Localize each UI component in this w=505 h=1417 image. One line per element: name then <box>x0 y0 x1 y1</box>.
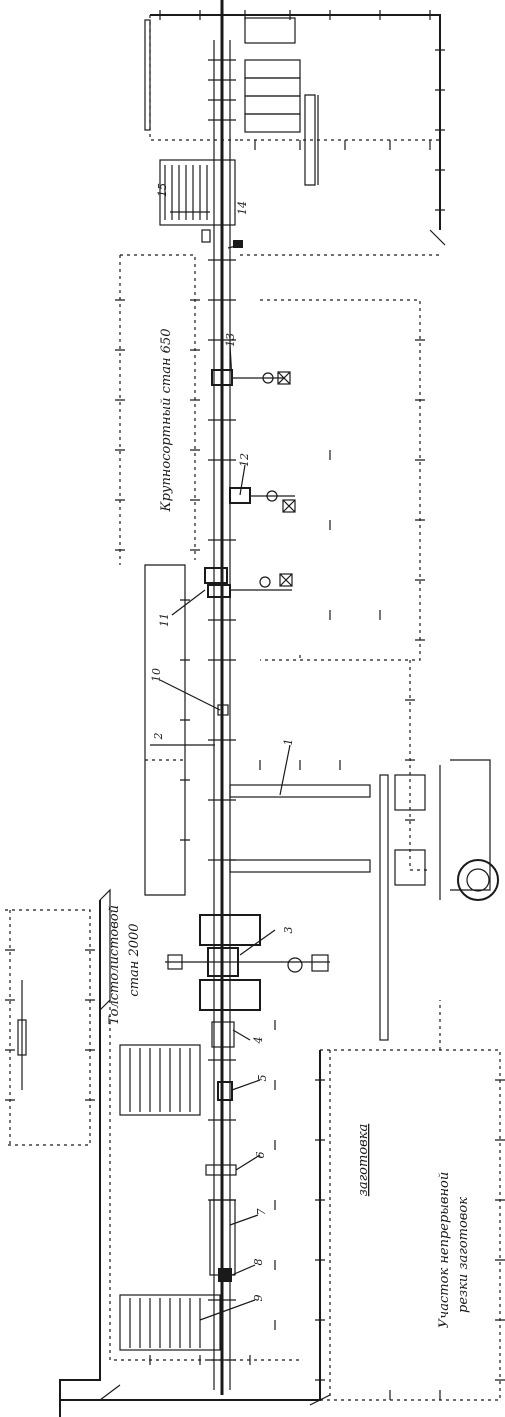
shear-14 <box>233 240 243 248</box>
column-grid <box>5 10 505 1400</box>
billet-label: заготовка <box>356 1124 371 1196</box>
callout-10: 10 <box>150 668 163 682</box>
callout-7: 7 <box>255 1209 268 1216</box>
plate-stand-3 <box>165 914 330 1011</box>
callout-2: 2 <box>152 733 165 741</box>
cooling-bed-9 <box>119 1294 221 1351</box>
equipment-5 <box>217 1081 233 1101</box>
callout-11: 11 <box>158 613 171 627</box>
cutting-area-label-line2: резки заготовок <box>456 1197 471 1313</box>
building-outline <box>5 14 501 1417</box>
plate-rack <box>17 980 201 1116</box>
callout-1: 1 <box>282 739 295 746</box>
callout-5: 5 <box>256 1075 269 1082</box>
callout-9: 9 <box>252 1295 265 1302</box>
callout-4: 4 <box>252 1037 265 1045</box>
mill-650-label: Крупносортный стан 650 <box>159 329 174 513</box>
cooling-bed-15 <box>159 159 236 243</box>
text-labels: Крупносортный стан 650 Толстолистовой ст… <box>107 183 471 1328</box>
callout-8: 8 <box>252 1259 265 1266</box>
callout-6: 6 <box>254 1152 267 1159</box>
leader-lines <box>150 211 291 1321</box>
equipment-10 <box>217 704 229 716</box>
mill-2000-label-line2: стан 2000 <box>127 923 142 996</box>
callout-3: 3 <box>282 927 295 934</box>
callout-15: 15 <box>156 183 169 197</box>
upper-stacks <box>144 17 319 186</box>
transfer-1 <box>229 759 499 1041</box>
stand-12 <box>229 487 296 513</box>
stand-13 <box>211 369 291 386</box>
equipment-4 <box>211 1021 235 1048</box>
cutting-area-label-line1: Участок непрерывной <box>437 1172 452 1328</box>
mill-2000-label-line1: Толстолистовой <box>107 905 122 1025</box>
callout-14: 14 <box>236 201 249 215</box>
callout-13: 13 <box>224 333 237 347</box>
callout-12: 12 <box>238 453 251 467</box>
main-roller-table <box>208 0 236 1395</box>
equipment-8 <box>218 1268 232 1282</box>
stand-11 <box>204 567 293 598</box>
